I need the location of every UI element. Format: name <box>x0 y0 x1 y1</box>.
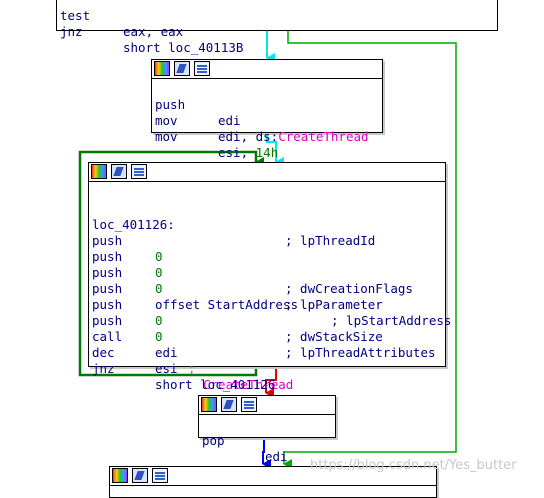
comment: ; dwStackSize <box>285 329 383 344</box>
mnemonic: mov <box>155 129 178 144</box>
immediate-value: 0 <box>155 249 163 264</box>
mnemonic: test <box>60 8 91 23</box>
edge-loop-back <box>78 150 264 377</box>
edit-node-icon[interactable] <box>111 164 127 179</box>
watermark: https://blog.csdn.net/Yes_butter <box>310 458 517 473</box>
operand: short loc_40113B <box>123 40 244 55</box>
code-block-setup[interactable]: push edi mov edi, ds:CreateThread mov es… <box>151 59 383 160</box>
mnemonic: jnz <box>92 361 115 376</box>
comment: ; lpParameter <box>285 297 383 312</box>
color-palette-icon[interactable] <box>154 61 170 76</box>
mnemonic: push <box>92 281 123 296</box>
code-block-entry[interactable]: test eax, eax jnz short loc_40113B <box>56 0 498 55</box>
instruction-row: pop edi <box>202 417 288 464</box>
color-palette-icon[interactable] <box>112 468 128 483</box>
instruction-row: mov esi, 14h <box>155 113 278 160</box>
edge-b2-to-b3 <box>265 366 277 398</box>
mnemonic: dec <box>92 345 115 360</box>
api-symbol[interactable]: CreateThread <box>203 377 294 392</box>
operand: esi, <box>218 145 256 160</box>
mnemonic: push <box>92 313 123 328</box>
instruction-row: push 0 ; lpParameter <box>92 249 383 312</box>
block-header <box>199 396 335 415</box>
instruction-row: dec esi <box>92 329 178 376</box>
edge-b1-to-b2 <box>266 132 284 167</box>
graph-overview-icon[interactable] <box>241 397 257 412</box>
instruction-row: jnz short loc_401126 <box>92 345 275 392</box>
edge-b3-to-exit <box>262 437 271 469</box>
instruction-row: test eax, eax <box>60 0 183 39</box>
block-header <box>89 163 445 182</box>
mnemonic: push <box>92 265 123 280</box>
mnemonic: mov <box>155 113 178 128</box>
operand: edi, ds: <box>218 129 279 144</box>
comment: ; lpThreadId <box>285 233 376 248</box>
mnemonic: call <box>92 329 123 344</box>
label-row: loc_401126: ; lpThreadId <box>92 201 375 248</box>
comment: ; lpThreadAttributes <box>285 345 436 360</box>
color-palette-icon[interactable] <box>201 397 217 412</box>
edit-node-icon[interactable] <box>221 397 237 412</box>
mnemonic: push <box>92 249 123 264</box>
instruction-row: push edi <box>155 81 241 128</box>
comment-separator: ; <box>188 361 196 376</box>
jump-target[interactable]: short loc_401126 <box>155 377 276 392</box>
mnemonic: pop <box>202 433 225 448</box>
instruction-row: push 0 <box>92 217 163 264</box>
graph-overview-icon[interactable] <box>152 468 168 483</box>
block-header <box>152 60 382 79</box>
instruction-row: push offset StartAddress ; lpStartAddres… <box>92 265 451 328</box>
comment: ; lpStartAddress <box>331 313 452 328</box>
operand: edi <box>155 345 178 360</box>
immediate-value: 14h <box>255 145 279 160</box>
code-block-cleanup[interactable]: pop edi <box>198 395 336 464</box>
mnemonic: push <box>155 97 186 112</box>
graph-overview-icon[interactable] <box>131 164 147 179</box>
instruction-row: mov edi, ds:CreateThread <box>155 97 369 144</box>
mnemonic: push <box>92 297 123 312</box>
operand: eax, eax <box>123 24 184 39</box>
code-block-loop[interactable]: loc_401126: ; lpThreadId push 0 push 0 ;… <box>88 162 451 392</box>
graph-overview-icon[interactable] <box>194 61 210 76</box>
instruction-row: jnz short loc_40113B <box>60 8 243 55</box>
loc-label[interactable]: loc_401126: <box>92 217 175 232</box>
instruction-row: push 0 ; dwCreationFlags <box>92 233 413 296</box>
edit-node-icon[interactable] <box>132 468 148 483</box>
immediate-value: 0 <box>155 329 163 344</box>
instruction-row: push 0 ; lpThreadAttributes <box>92 297 436 360</box>
flow-edges <box>78 30 457 469</box>
edge-b0-to-exit <box>283 30 457 469</box>
edit-node-icon[interactable] <box>174 61 190 76</box>
immediate-value: 0 <box>155 313 163 328</box>
color-palette-icon[interactable] <box>91 164 107 179</box>
api-symbol[interactable]: CreateThread <box>278 129 369 144</box>
immediate-value: 0 <box>155 281 163 296</box>
operand: offset StartAddress <box>155 297 298 312</box>
immediate-value: 0 <box>155 265 163 280</box>
comment: ; dwCreationFlags <box>285 281 413 296</box>
operand: edi <box>265 449 288 464</box>
operand: edi <box>218 113 241 128</box>
instruction-row: push 0 ; dwStackSize <box>92 281 383 344</box>
operand: esi <box>155 361 178 376</box>
instruction-row: call edi ; CreateThread <box>92 313 293 392</box>
mnemonic: push <box>92 233 123 248</box>
mnemonic: jnz <box>60 24 83 39</box>
